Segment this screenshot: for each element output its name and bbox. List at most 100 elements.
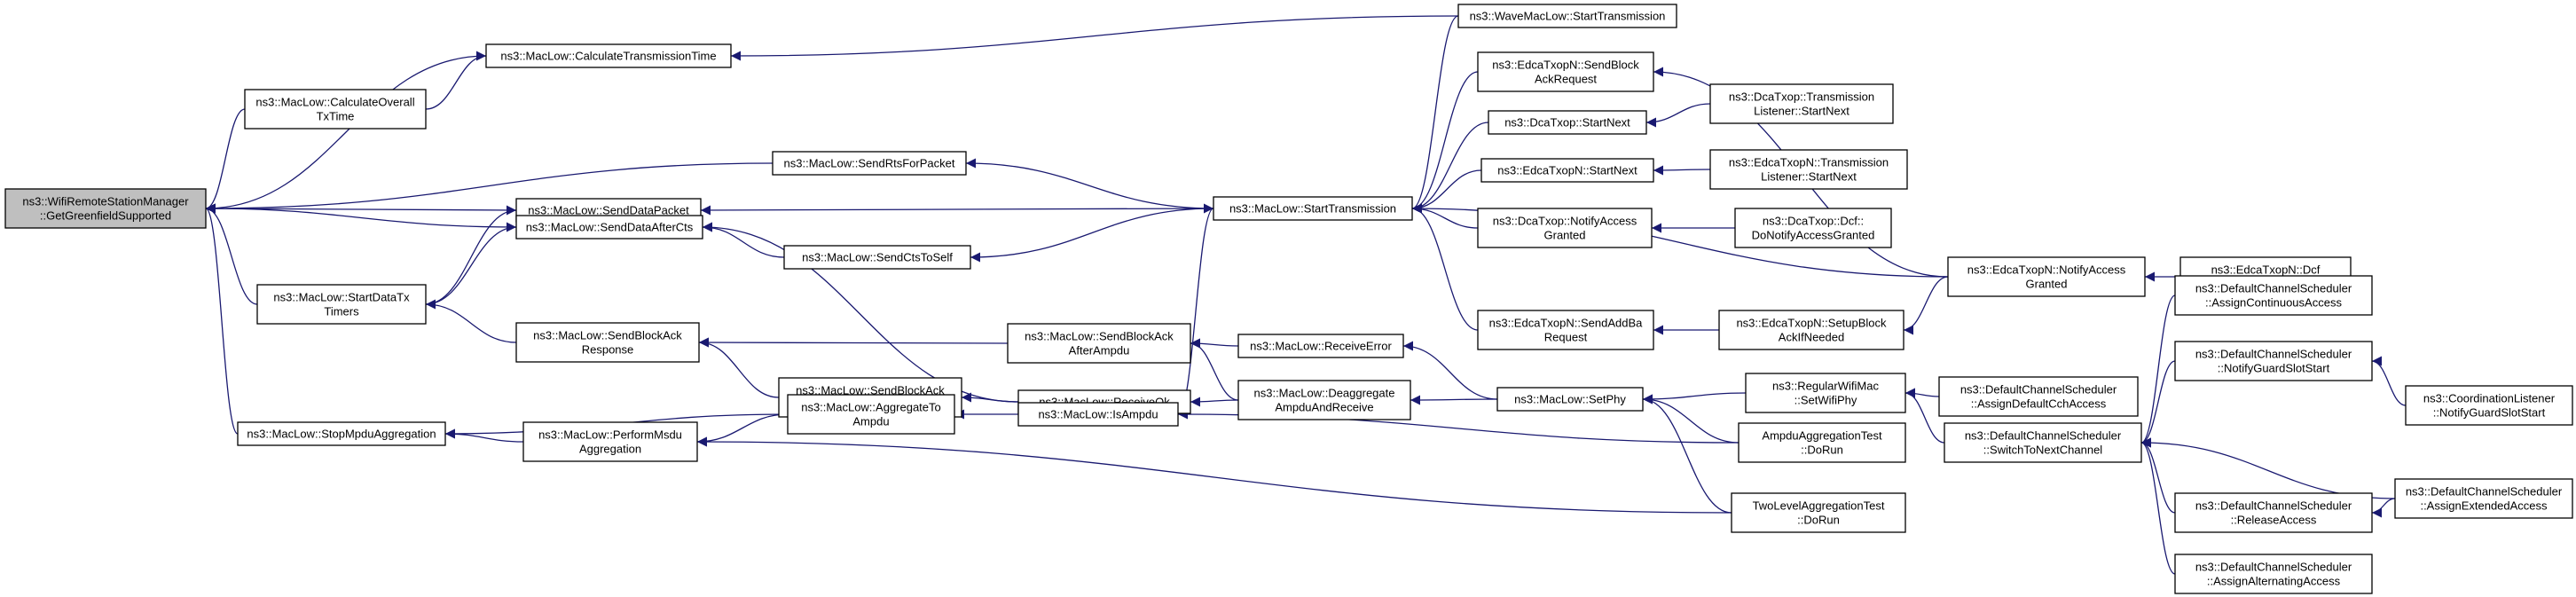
node-box[interactable]	[1488, 110, 1647, 135]
edge-startDataTx-to-sendDataAfterCts	[425, 222, 517, 305]
node-box[interactable]	[1213, 196, 1413, 221]
node-label: ns3::WifiRemoteStationManager	[22, 195, 189, 208]
node-label: DoNotifyAccessGranted	[1752, 229, 1875, 242]
node-box[interactable]	[2174, 492, 2373, 533]
node-sendCtsToSelf[interactable]: ns3::MacLow::SendCtsToSelf	[783, 245, 971, 270]
node-box[interactable]	[2405, 385, 2573, 426]
node-label: ns3::CoordinationListener	[2423, 392, 2556, 405]
node-dcsNotifyGuard[interactable]: ns3::DefaultChannelScheduler::NotifyGuar…	[2174, 341, 2373, 381]
edge-twoLevelTest-to-performMsdu	[696, 436, 1732, 514]
node-root[interactable]: ns3::WifiRemoteStationManager::GetGreenf…	[4, 188, 207, 229]
node-label: ns3::MacLow::AggregateTo	[801, 401, 941, 414]
node-dcsAssignContinuous[interactable]: ns3::DefaultChannelScheduler::AssignCont…	[2174, 275, 2373, 316]
node-box[interactable]	[1477, 51, 1654, 92]
node-dcsAssignDefaultCch[interactable]: ns3::DefaultChannelScheduler::AssignDefa…	[1938, 376, 2139, 417]
node-box[interactable]	[1457, 4, 1677, 28]
node-box[interactable]	[1477, 310, 1654, 350]
node-dcsRelease[interactable]: ns3::DefaultChannelScheduler::ReleaseAcc…	[2174, 492, 2373, 533]
node-box[interactable]	[1947, 256, 2146, 297]
node-label: Granted	[1544, 229, 1586, 242]
node-calcTx[interactable]: ns3::MacLow::CalculateTransmissionTime	[485, 43, 732, 68]
node-label: ns3::MacLow::CalculateOverall	[255, 96, 414, 109]
node-receiveError[interactable]: ns3::MacLow::ReceiveError	[1237, 334, 1404, 358]
node-coordNotifyGuard[interactable]: ns3::CoordinationListener::NotifyGuardSl…	[2405, 385, 2573, 426]
node-label: ns3::RegularWifiMac	[1772, 380, 1879, 393]
node-box[interactable]	[522, 421, 698, 462]
node-box[interactable]	[772, 151, 967, 176]
node-box[interactable]	[783, 245, 971, 270]
node-dcsAssignExtended[interactable]: ns3::DefaultChannelScheduler::AssignExte…	[2394, 478, 2573, 519]
node-box[interactable]	[1709, 149, 1908, 190]
edge-startTx-to-sendRts	[965, 158, 1214, 209]
node-dcaStartNext[interactable]: ns3::DcaTxop::StartNext	[1488, 110, 1647, 135]
node-dcaNotifyAccess[interactable]: ns3::DcaTxop::NotifyAccessGranted	[1477, 208, 1653, 248]
node-box[interactable]	[1944, 422, 2142, 463]
node-sendDataAfterCts[interactable]: ns3::MacLow::SendDataAfterCts	[515, 215, 703, 240]
node-box[interactable]	[1734, 208, 1892, 248]
node-box[interactable]	[2174, 341, 2373, 381]
node-box[interactable]	[515, 322, 700, 363]
node-box[interactable]	[244, 89, 427, 130]
node-edcaTLStartNext[interactable]: ns3::EdcaTxopN::TransmissionListener::St…	[1709, 149, 1908, 190]
node-box[interactable]	[2174, 554, 2373, 594]
edge-aggToAmpdu-to-performMsdu	[696, 413, 789, 447]
node-box[interactable]	[2394, 478, 2573, 519]
node-box[interactable]	[1007, 323, 1191, 364]
node-label: Listener::StartNext	[1761, 170, 1857, 184]
node-label: ns3::EdcaTxopN::Dcf	[2211, 263, 2321, 277]
node-label: ns3::EdcaTxopN::NotifyAccess	[1967, 263, 2126, 277]
node-label: AckIfNeeded	[1779, 331, 1844, 344]
node-box[interactable]	[2174, 275, 2373, 316]
node-waveStartTx[interactable]: ns3::WaveMacLow::StartTransmission	[1457, 4, 1677, 28]
node-box[interactable]	[1237, 334, 1404, 358]
node-box[interactable]	[1938, 376, 2139, 417]
node-box[interactable]	[1017, 402, 1179, 427]
node-edcaNotifyAccess[interactable]: ns3::EdcaTxopN::NotifyAccessGranted	[1947, 256, 2146, 297]
node-box[interactable]	[1480, 158, 1654, 183]
node-box[interactable]	[1496, 387, 1644, 412]
node-setPhy[interactable]: ns3::MacLow::SetPhy	[1496, 387, 1644, 412]
node-isAmpdu[interactable]: ns3::MacLow::IsAmpdu	[1017, 402, 1179, 427]
node-sendRts[interactable]: ns3::MacLow::SendRtsForPacket	[772, 151, 967, 176]
node-dcaDcfNotify[interactable]: ns3::DcaTxop::Dcf::DoNotifyAccessGranted	[1734, 208, 1892, 248]
node-box[interactable]	[1477, 208, 1653, 248]
node-regularSetWifiPhy[interactable]: ns3::RegularWifiMac::SetWifiPhy	[1745, 373, 1906, 413]
node-box[interactable]	[1718, 310, 1905, 350]
node-box[interactable]	[1237, 380, 1411, 420]
node-box[interactable]	[1731, 492, 1906, 533]
node-box[interactable]	[515, 215, 703, 240]
node-label: ::SetWifiPhy	[1795, 394, 1857, 407]
node-box[interactable]	[1709, 83, 1894, 124]
node-dcsAssignAlternating[interactable]: ns3::DefaultChannelScheduler::AssignAlte…	[2174, 554, 2373, 594]
node-label: AmpduAggregationTest	[1762, 429, 1882, 443]
node-box[interactable]	[256, 284, 427, 325]
node-box[interactable]	[4, 188, 207, 229]
edge-ampduAggTest-to-setPhy	[1642, 394, 1740, 444]
node-box[interactable]	[787, 394, 955, 435]
node-box[interactable]	[1745, 373, 1906, 413]
node-edcaStartNext[interactable]: ns3::EdcaTxopN::StartNext	[1480, 158, 1654, 183]
node-box[interactable]	[1738, 422, 1906, 463]
node-ampduAggTest[interactable]: AmpduAggregationTest::DoRun	[1738, 422, 1906, 463]
node-box[interactable]	[237, 421, 446, 446]
node-label: Ampdu	[852, 415, 889, 428]
node-label: ns3::MacLow::SendBlockAck	[796, 384, 945, 397]
node-startTx[interactable]: ns3::MacLow::StartTransmission	[1213, 196, 1413, 221]
node-label: ns3::DcaTxop::NotifyAccess	[1493, 215, 1637, 228]
node-dcsSwitch[interactable]: ns3::DefaultChannelScheduler::SwitchToNe…	[1944, 422, 2142, 463]
node-stopMpdu[interactable]: ns3::MacLow::StopMpduAggregation	[237, 421, 446, 446]
node-dcaTLStartNext[interactable]: ns3::DcaTxop::TransmissionListener::Star…	[1709, 83, 1894, 124]
node-twoLevelTest[interactable]: TwoLevelAggregationTest::DoRun	[1731, 492, 1906, 533]
node-label: AfterAmpdu	[1069, 344, 1130, 357]
node-box[interactable]	[485, 43, 732, 68]
